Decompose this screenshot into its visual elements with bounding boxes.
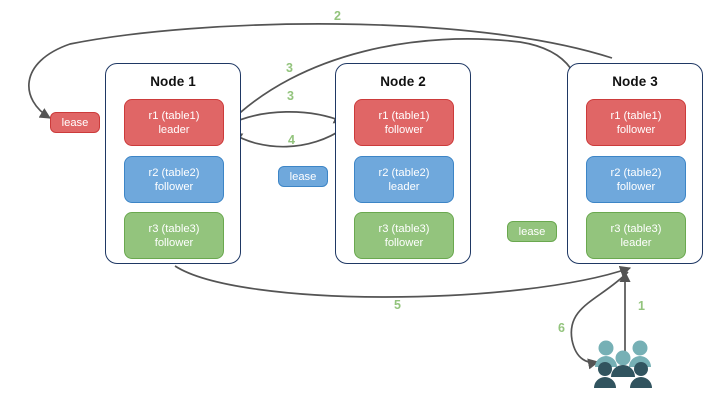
edge-step-5 bbox=[174, 265, 632, 298]
replica-role: leader bbox=[620, 236, 652, 249]
replica-role: follower bbox=[154, 180, 194, 193]
step-label-5: 5 bbox=[394, 298, 401, 312]
step-label-3-lower: 3 bbox=[287, 89, 294, 103]
replica-role: follower bbox=[616, 123, 656, 136]
step-label-1: 1 bbox=[638, 299, 645, 313]
edge-step-3-lower bbox=[227, 111, 346, 126]
replica-name: r2 (table2) bbox=[610, 166, 662, 179]
replica-r3[interactable]: r3 (table3) follower bbox=[354, 212, 454, 259]
node-title: Node 2 bbox=[380, 74, 426, 89]
replica-r1[interactable]: r1 (table1) follower bbox=[354, 99, 454, 146]
edge-step-2 bbox=[28, 23, 613, 119]
replica-role: follower bbox=[616, 180, 656, 193]
replica-name: r1 (table1) bbox=[378, 109, 430, 122]
replica-r2[interactable]: r2 (table2) follower bbox=[586, 156, 686, 203]
node-box-3[interactable]: Node 3 r1 (table1) follower r2 (table2) … bbox=[567, 63, 703, 264]
replica-role: follower bbox=[154, 236, 194, 249]
node-box-1[interactable]: Node 1 r1 (table1) leader r2 (table2) fo… bbox=[105, 63, 241, 264]
replica-name: r2 (table2) bbox=[148, 166, 200, 179]
replica-r2[interactable]: r2 (table2) leader bbox=[354, 156, 454, 203]
replica-r3[interactable]: r3 (table3) leader bbox=[586, 212, 686, 259]
replica-name: r3 (table3) bbox=[378, 222, 430, 235]
step-label-6: 6 bbox=[558, 321, 565, 335]
edge-step-4 bbox=[231, 127, 345, 148]
lease-badge-red[interactable]: lease bbox=[50, 112, 100, 133]
node-box-2[interactable]: Node 2 r1 (table1) follower r2 (table2) … bbox=[335, 63, 471, 264]
lease-badge-blue[interactable]: lease bbox=[278, 166, 328, 187]
replica-r1[interactable]: r1 (table1) follower bbox=[586, 99, 686, 146]
replica-role: leader bbox=[158, 123, 190, 136]
step-label-4: 4 bbox=[288, 133, 295, 147]
replica-r2[interactable]: r2 (table2) follower bbox=[124, 156, 224, 203]
replica-r3[interactable]: r3 (table3) follower bbox=[124, 212, 224, 259]
replica-role: leader bbox=[388, 180, 420, 193]
replica-name: r1 (table1) bbox=[148, 109, 200, 122]
replica-r1[interactable]: r1 (table1) leader bbox=[124, 99, 224, 146]
replica-role: follower bbox=[384, 123, 424, 136]
replica-name: r1 (table1) bbox=[610, 109, 662, 122]
replica-name: r3 (table3) bbox=[610, 222, 662, 235]
lease-badge-green[interactable]: lease bbox=[507, 221, 557, 242]
node-title: Node 3 bbox=[612, 74, 658, 89]
node-title: Node 1 bbox=[150, 74, 196, 89]
step-label-2: 2 bbox=[334, 9, 341, 23]
replica-role: follower bbox=[384, 236, 424, 249]
replica-name: r3 (table3) bbox=[148, 222, 200, 235]
step-label-3-upper: 3 bbox=[286, 61, 293, 75]
edge-step-6 bbox=[570, 271, 629, 370]
replica-name: r2 (table2) bbox=[378, 166, 430, 179]
users-group-icon bbox=[594, 340, 652, 388]
